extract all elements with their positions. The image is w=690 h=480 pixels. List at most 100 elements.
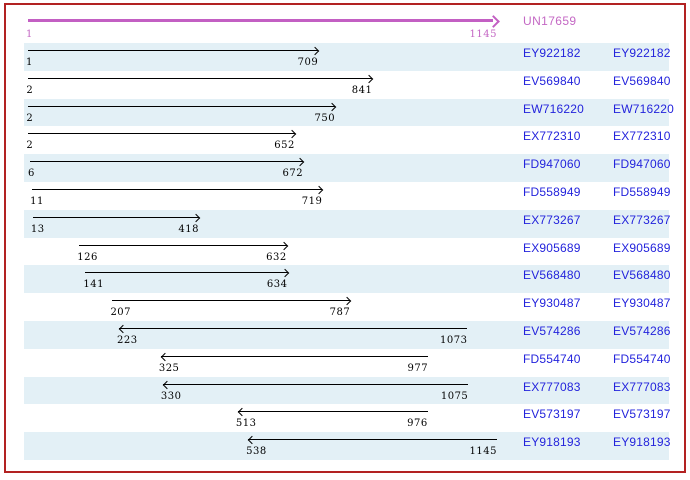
alignment-end-coordinate: 841 — [351, 84, 373, 96]
arrow-head-left-icon — [160, 352, 170, 362]
alignment-arrow-line — [162, 383, 469, 385]
accession-label[interactable]: FD947060 — [523, 157, 581, 172]
accession-label-2[interactable]: EY930487 — [613, 296, 671, 311]
accession-label-2[interactable]: FD554740 — [613, 351, 671, 366]
reference-end-coordinate: 1145 — [469, 29, 497, 40]
accession-label[interactable]: FD554740 — [523, 351, 581, 366]
accession-label[interactable]: EY922182 — [523, 46, 581, 60]
alignment-start-coordinate: 2 — [26, 140, 34, 152]
alignment-row: 207 787 EY930487 EY930487 — [24, 293, 671, 321]
accession-label[interactable]: FD558949 — [523, 185, 581, 199]
arrow-head-right-icon — [295, 157, 305, 167]
arrow-head-right-icon — [287, 130, 297, 139]
accession-label[interactable]: EW716220 — [523, 101, 584, 116]
accession-label[interactable]: EY930487 — [523, 296, 581, 311]
accession-label[interactable]: EX777083 — [523, 379, 581, 394]
alignment-start-coordinate: 513 — [235, 418, 257, 430]
accession-label-2[interactable]: EV573197 — [613, 407, 671, 422]
alignment-row: 325 977 FD554740 FD554740 — [24, 349, 671, 377]
alignment-start-coordinate: 6 — [28, 168, 35, 180]
arrow-head-right-icon — [279, 241, 288, 250]
alignment-start-coordinate: 325 — [158, 362, 180, 374]
alignment-arrow-line — [79, 244, 287, 246]
alignment-start-coordinate: 207 — [110, 307, 132, 319]
alignment-start-coordinate: 141 — [83, 279, 104, 291]
viewer-border — [4, 3, 686, 473]
alignment-row: 223 1073 EV574286 EV574286 — [24, 321, 671, 349]
alignment-arrow-line — [112, 300, 351, 302]
accession-label[interactable]: EY918193 — [523, 435, 581, 450]
alignment-arrow-line — [30, 161, 304, 163]
alignment-start-coordinate: 538 — [246, 446, 267, 458]
accession-label-2[interactable]: FD558949 — [613, 185, 671, 199]
alignment-end-coordinate: 976 — [407, 418, 428, 430]
alignment-row: 6 672 FD947060 FD947060 — [24, 154, 671, 182]
accession-label[interactable]: EX773267 — [523, 212, 581, 227]
alignment-end-coordinate: 977 — [407, 362, 429, 374]
alignment-end-coordinate: 1075 — [440, 390, 469, 402]
alignment-end-coordinate: 632 — [266, 251, 287, 263]
alignment-end-coordinate: 418 — [178, 223, 199, 235]
arrow-head-left-icon — [237, 408, 247, 417]
alignment-arrow-line — [160, 355, 429, 357]
alignment-arrow-line — [32, 216, 199, 218]
accession-label-2[interactable]: FD947060 — [613, 157, 671, 172]
alignment-end-coordinate: 750 — [314, 112, 336, 124]
accession-label[interactable]: EV568480 — [523, 268, 581, 283]
accession-label-2[interactable]: EX905689 — [613, 240, 671, 255]
alignment-start-coordinate: 11 — [30, 196, 44, 207]
alignment-arrow-line — [28, 133, 295, 135]
alignment-row: 141 634 EV568480 EV568480 — [24, 265, 671, 294]
alignment-end-coordinate: 787 — [329, 307, 351, 319]
alignment-row: 11 719 FD558949 FD558949 — [24, 182, 671, 210]
alignment-row: 538 1145 EY918193 EY918193 — [24, 432, 671, 460]
arrow-head-right-icon — [311, 46, 320, 56]
accession-label-2[interactable]: EV568480 — [613, 268, 671, 283]
reference-arrow — [28, 19, 493, 22]
accession-label-2[interactable]: EX773267 — [613, 212, 671, 227]
arrow-head-left-icon — [118, 324, 128, 334]
alignment-arrow-line — [32, 189, 323, 190]
arrow-head-right-icon — [327, 102, 337, 111]
accession-label-2[interactable]: EX777083 — [613, 379, 671, 394]
accession-label-2[interactable]: EY922182 — [613, 46, 671, 60]
accession-label[interactable]: EV573197 — [523, 407, 581, 422]
alignment-row: 330 1075 EX777083 EX777083 — [24, 376, 671, 405]
accession-label-2[interactable]: EV574286 — [613, 324, 671, 338]
alignment-end-coordinate: 1145 — [469, 446, 497, 458]
reference-start-coordinate: 1 — [26, 29, 33, 40]
arrow-head-right-icon — [315, 185, 324, 195]
alignment-end-coordinate: 652 — [274, 140, 295, 152]
arrow-head-left-icon — [162, 380, 172, 389]
alignment-start-coordinate: 330 — [160, 390, 182, 402]
alignment-end-coordinate: 1073 — [440, 335, 468, 346]
alignment-row: 126 632 EX905689 EX905689 — [24, 238, 671, 266]
arrow-head-right-icon — [365, 74, 374, 84]
alignment-start-coordinate: 126 — [77, 251, 98, 263]
alignment-end-coordinate: 634 — [266, 279, 288, 291]
accession-label-2[interactable]: EX772310 — [613, 129, 671, 144]
alignment-row: 2 750 EW716220 EW716220 — [24, 98, 674, 127]
arrow-head-right-icon — [191, 213, 201, 223]
accession-label-2[interactable]: EW716220 — [613, 101, 674, 116]
alignment-arrow-line — [28, 105, 336, 107]
alignment-arrow-line — [28, 77, 373, 79]
alignment-start-coordinate: 13 — [30, 223, 45, 235]
reference-name: UN17659 — [523, 14, 577, 28]
alignment-arrow-line — [237, 411, 428, 413]
alignment-start-coordinate: 223 — [117, 335, 138, 346]
accession-label[interactable]: EV569840 — [523, 73, 581, 88]
accession-label[interactable]: EX905689 — [523, 240, 581, 255]
alignment-end-coordinate: 672 — [282, 168, 304, 180]
accession-label[interactable]: EV574286 — [523, 324, 581, 338]
accession-label-2[interactable]: EY918193 — [613, 435, 671, 450]
alignment-end-coordinate: 719 — [301, 196, 323, 207]
accession-label-2[interactable]: EV569840 — [613, 73, 671, 88]
alignment-start-coordinate: 2 — [26, 112, 34, 124]
alignment-arrow-line — [119, 328, 468, 329]
arrow-head-left-icon — [247, 435, 257, 445]
accession-label[interactable]: EX772310 — [523, 129, 581, 144]
arrow-head-right-icon — [342, 296, 352, 306]
